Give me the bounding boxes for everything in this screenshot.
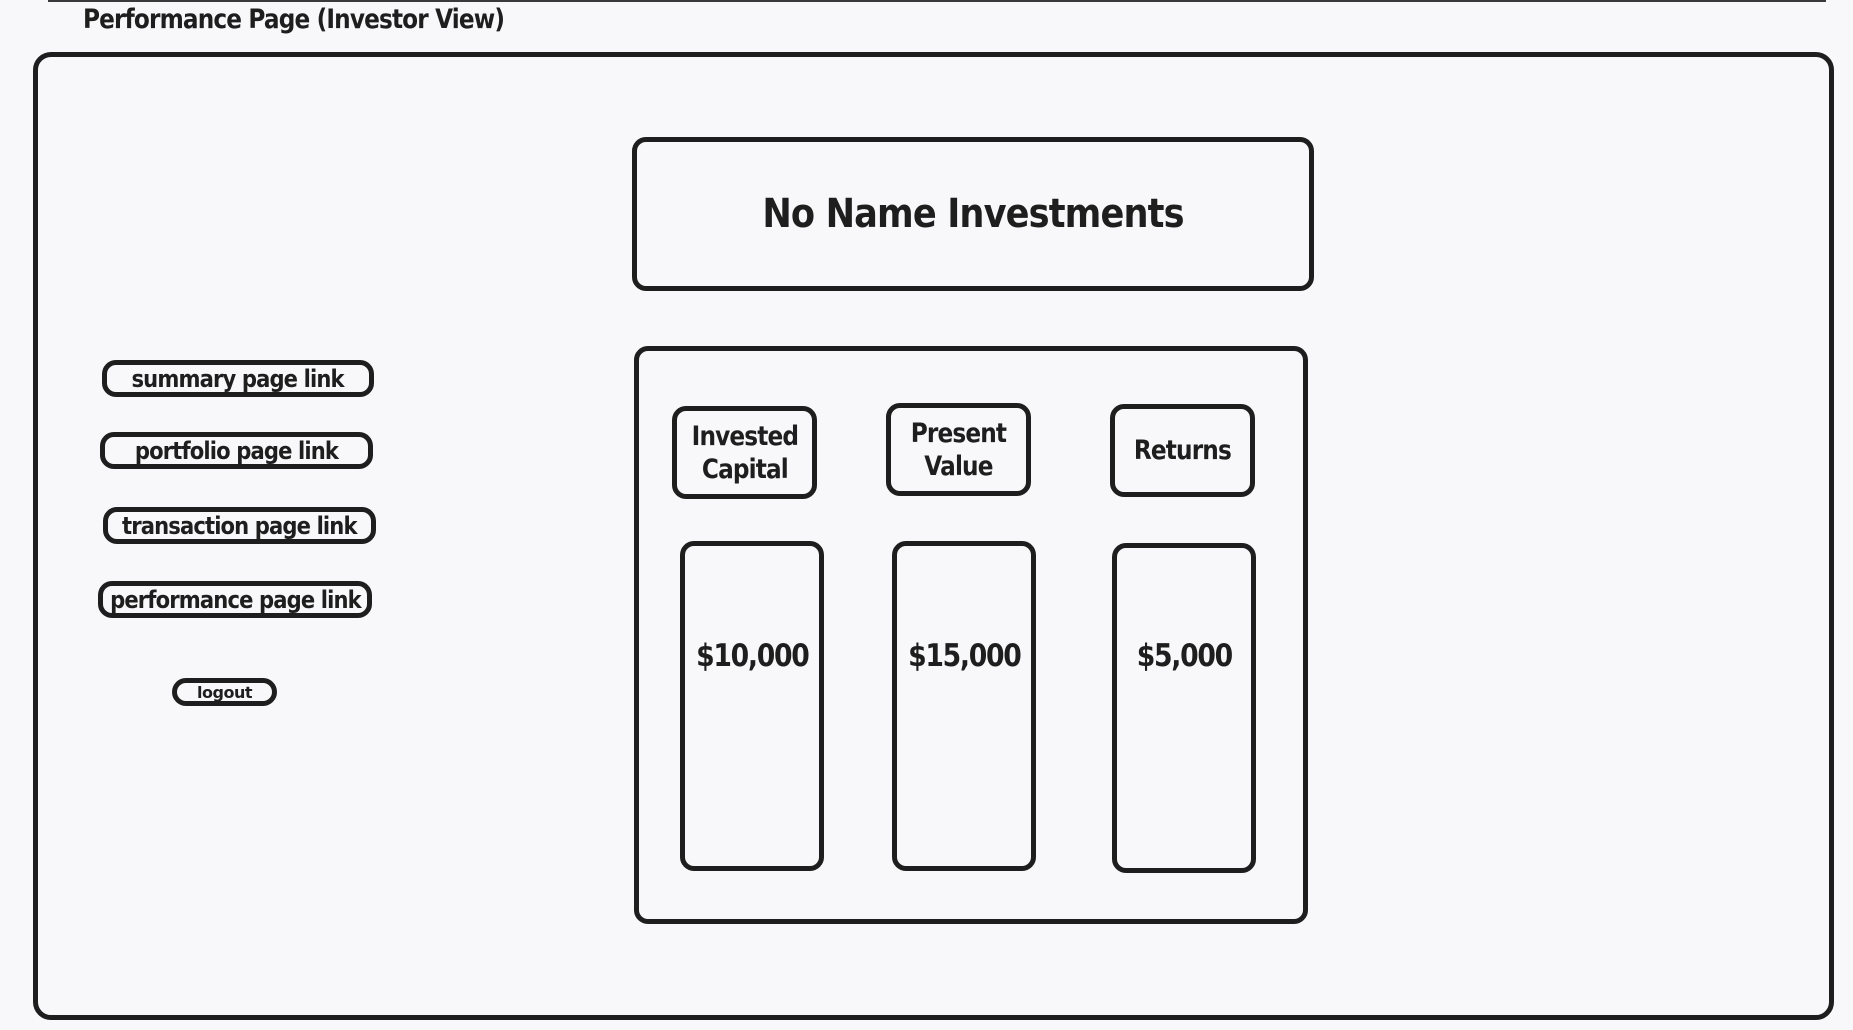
top-divider xyxy=(48,0,1826,2)
invested-capital-label-text: Invested Capital xyxy=(691,420,798,485)
returns-value: $5,000 xyxy=(1136,638,1232,674)
returns-label: Returns xyxy=(1110,404,1255,497)
performance-page-link[interactable]: performance page link xyxy=(98,581,372,618)
logout-label: logout xyxy=(197,682,252,702)
invested-capital-label: Invested Capital xyxy=(672,406,817,499)
present-value-label-text: Present Value xyxy=(910,417,1007,482)
brand-header: No Name Investments xyxy=(632,137,1314,291)
brand-name: No Name Investments xyxy=(762,191,1184,237)
summary-page-link-label: summary page link xyxy=(131,364,345,393)
performance-panel xyxy=(634,346,1308,924)
logout-button[interactable]: logout xyxy=(172,678,277,706)
summary-page-link[interactable]: summary page link xyxy=(102,360,374,397)
page-title: Performance Page (Investor View) xyxy=(83,4,505,35)
portfolio-page-link[interactable]: portfolio page link xyxy=(100,432,373,469)
invested-capital-card: $10,000 xyxy=(680,541,824,871)
transaction-page-link[interactable]: transaction page link xyxy=(103,507,376,544)
transaction-page-link-label: transaction page link xyxy=(122,511,358,540)
returns-label-text: Returns xyxy=(1133,435,1232,466)
present-value-card: $15,000 xyxy=(892,541,1036,871)
returns-card: $5,000 xyxy=(1112,543,1256,873)
portfolio-page-link-label: portfolio page link xyxy=(134,436,339,465)
performance-page-link-label: performance page link xyxy=(109,585,362,614)
present-value-value: $15,000 xyxy=(907,638,1022,674)
present-value-label: Present Value xyxy=(886,403,1031,496)
page-frame xyxy=(33,52,1834,1020)
invested-capital-value: $10,000 xyxy=(695,638,810,674)
